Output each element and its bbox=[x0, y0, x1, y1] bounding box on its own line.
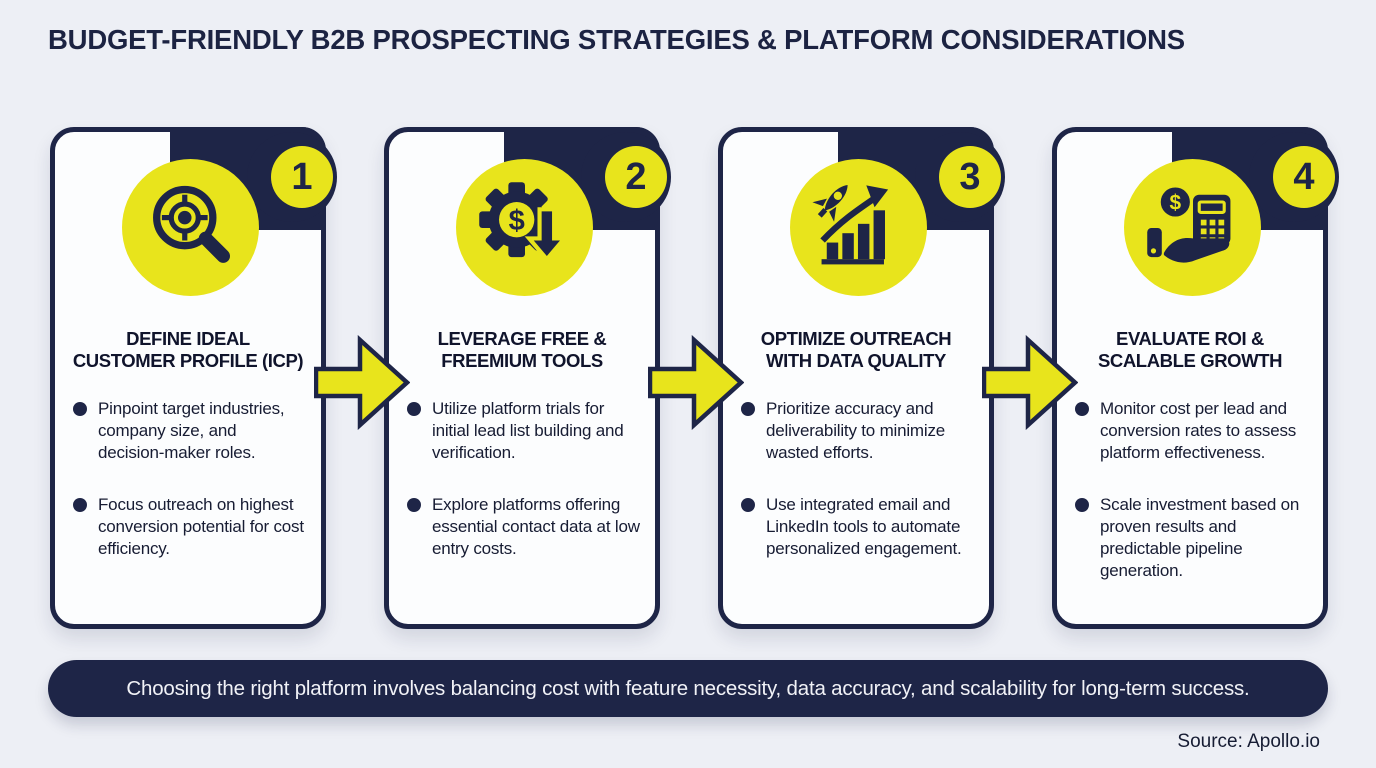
bullet-item: Focus outreach on highest conversion pot… bbox=[73, 494, 307, 560]
svg-text:$: $ bbox=[1169, 191, 1181, 214]
bullet-list: Monitor cost per lead and conversion rat… bbox=[1075, 398, 1309, 612]
step-icon-circle: $ bbox=[1124, 159, 1261, 296]
step-title: LEVERAGE FREE & FREEMIUM TOOLS bbox=[389, 328, 655, 372]
step-card-2: $ 2 LEVERAGE FREE & FREEMIUM TOOLS Utili… bbox=[384, 127, 671, 629]
bullet-dot-icon bbox=[73, 498, 87, 512]
bullet-dot-icon bbox=[741, 498, 755, 512]
bullet-dot-icon bbox=[741, 402, 755, 416]
rocket-growth-chart-icon bbox=[811, 184, 888, 264]
step-title-line2: SCALABLE GROWTH bbox=[1097, 350, 1283, 372]
step-icon-circle bbox=[122, 159, 259, 296]
bullet-list: Prioritize accuracy and deliverability t… bbox=[741, 398, 975, 590]
next-step-arrow-icon bbox=[982, 335, 1078, 430]
bullet-text: Pinpoint target industries, company size… bbox=[98, 399, 285, 462]
step-number-badge: 4 bbox=[1273, 146, 1335, 208]
bullet-item: Scale investment based on proven results… bbox=[1075, 494, 1309, 582]
step-icon-circle bbox=[790, 159, 927, 296]
step-card-1: 1 DEFINE IDEAL CUSTOMER PROFILE (ICP) Pi… bbox=[50, 127, 337, 629]
step-title-line1: DEFINE IDEAL bbox=[126, 328, 250, 349]
summary-banner: Choosing the right platform involves bal… bbox=[48, 660, 1328, 717]
bullet-dot-icon bbox=[1075, 498, 1089, 512]
bullet-item: Monitor cost per lead and conversion rat… bbox=[1075, 398, 1309, 464]
step-title-line2: WITH DATA QUALITY bbox=[766, 350, 946, 372]
bullet-item: Pinpoint target industries, company size… bbox=[73, 398, 307, 464]
step-title: DEFINE IDEAL CUSTOMER PROFILE (ICP) bbox=[55, 328, 321, 372]
bullet-item: Utilize platform trials for initial lead… bbox=[407, 398, 641, 464]
svg-text:$: $ bbox=[508, 205, 524, 237]
bullet-item: Use integrated email and LinkedIn tools … bbox=[741, 494, 975, 560]
bullet-text: Prioritize accuracy and deliverability t… bbox=[766, 399, 946, 462]
step-title-line2: FREEMIUM TOOLS bbox=[441, 350, 603, 372]
target-magnifier-icon bbox=[152, 185, 230, 263]
bullet-dot-icon bbox=[73, 402, 87, 416]
step-title-line1: EVALUATE ROI & bbox=[1116, 328, 1264, 349]
bullet-text: Scale investment based on proven results… bbox=[1100, 495, 1300, 580]
bullet-dot-icon bbox=[1075, 402, 1089, 416]
step-number-badge: 2 bbox=[605, 146, 667, 208]
step-card-3: 3 OPTIMIZE OUTREACH WITH DATA QUALITY Pr… bbox=[718, 127, 1005, 629]
summary-text: Choosing the right platform involves bal… bbox=[126, 676, 1250, 700]
step-title-line1: OPTIMIZE OUTREACH bbox=[760, 328, 952, 349]
gear-dollar-arrow-icon: $ bbox=[478, 181, 569, 262]
step-title: EVALUATE ROI & SCALABLE GROWTH bbox=[1057, 328, 1323, 372]
page-title: BUDGET-FRIENDLY B2B PROSPECTING STRATEGI… bbox=[48, 24, 1185, 55]
bullet-text: Explore platforms offering essential con… bbox=[432, 495, 640, 558]
step-title: OPTIMIZE OUTREACH WITH DATA QUALITY bbox=[723, 328, 989, 372]
next-step-arrow-icon bbox=[314, 335, 410, 430]
bullet-text: Use integrated email and LinkedIn tools … bbox=[766, 495, 962, 558]
hand-calculator-roi-icon: $ bbox=[1146, 186, 1230, 263]
bullet-item: Explore platforms offering essential con… bbox=[407, 494, 641, 560]
step-number-badge: 3 bbox=[939, 146, 1001, 208]
step-title-line2: CUSTOMER PROFILE (ICP) bbox=[72, 350, 304, 372]
bullet-text: Monitor cost per lead and conversion rat… bbox=[1100, 399, 1297, 462]
bullet-list: Pinpoint target industries, company size… bbox=[73, 398, 307, 590]
bullet-list: Utilize platform trials for initial lead… bbox=[407, 398, 641, 590]
bullet-dot-icon bbox=[407, 402, 421, 416]
bullet-text: Utilize platform trials for initial lead… bbox=[432, 399, 624, 462]
step-title-line1: LEVERAGE FREE & bbox=[437, 328, 607, 349]
step-number-badge: 1 bbox=[271, 146, 333, 208]
step-icon-circle: $ bbox=[456, 159, 593, 296]
next-step-arrow-icon bbox=[648, 335, 744, 430]
source-attribution: Source: Apollo.io bbox=[1177, 731, 1320, 752]
step-card-4: $ 4 EVALUATE ROI & SCALABLE GROWTH Mo bbox=[1052, 127, 1339, 629]
bullet-dot-icon bbox=[407, 498, 421, 512]
bullet-item: Prioritize accuracy and deliverability t… bbox=[741, 398, 975, 464]
bullet-text: Focus outreach on highest conversion pot… bbox=[98, 495, 304, 558]
